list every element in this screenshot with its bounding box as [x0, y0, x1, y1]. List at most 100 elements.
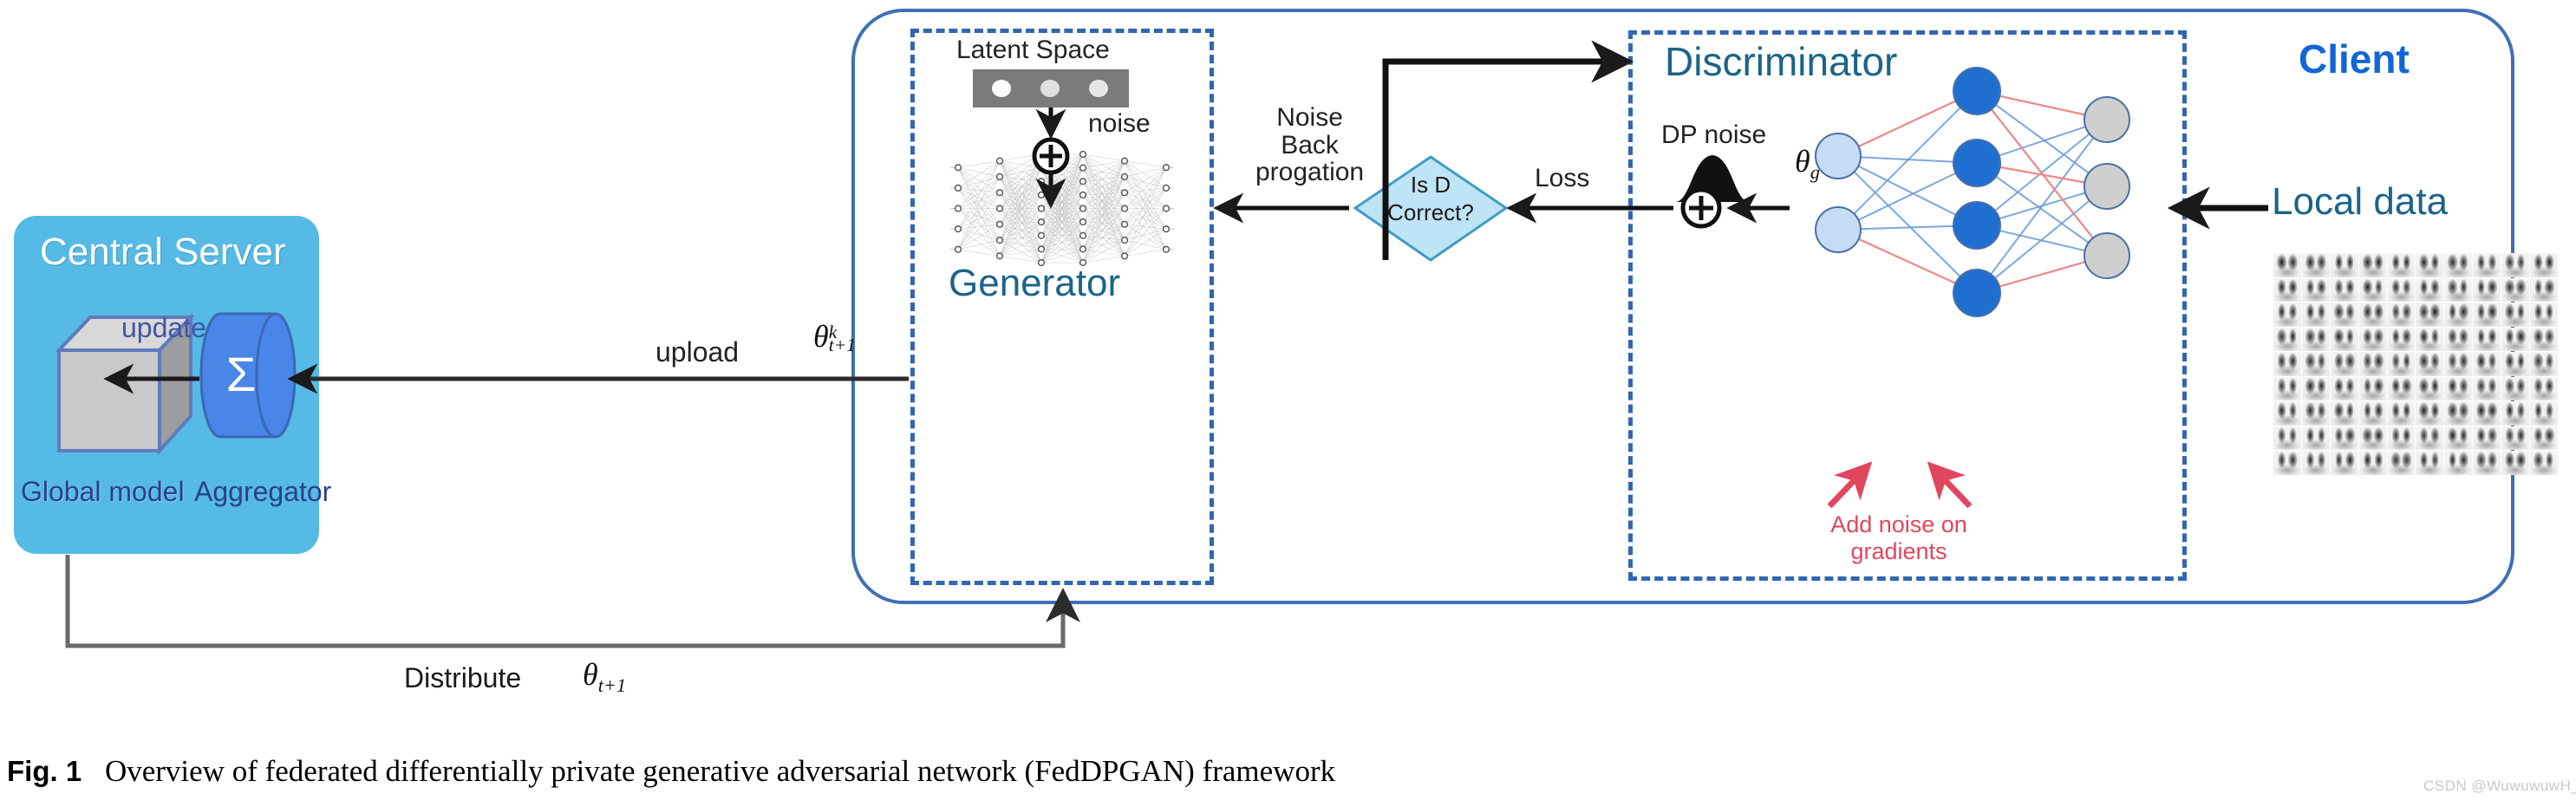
local-data-thumbnail — [2301, 352, 2330, 376]
local-data-thumbnail — [2301, 426, 2330, 451]
local-data-thumbnail — [2273, 451, 2301, 475]
local-data-thumbnail — [2273, 303, 2301, 327]
upload-theta-superscript: k — [828, 322, 838, 343]
noise-back-line2: Back — [1281, 130, 1339, 159]
local-data-thumbnail — [2301, 327, 2330, 352]
local-data-thumbnail — [2530, 451, 2558, 475]
latent-dot — [1089, 80, 1108, 97]
local-data-thumbnail — [2501, 352, 2530, 376]
local-data-thumbnail — [2501, 303, 2530, 327]
local-data-thumbnail — [2416, 303, 2444, 327]
local-data-thumbnail — [2301, 451, 2330, 475]
is-d-correct-decision-node — [1353, 154, 1509, 263]
distribute-label: Distribute — [404, 662, 522, 693]
local-data-thumbnail — [2273, 401, 2301, 426]
local-data-thumbnail — [2473, 253, 2501, 277]
local-data-thumbnail — [2444, 401, 2473, 426]
latent-dot — [1040, 80, 1060, 97]
aggregator-cylinder-icon: Σ — [199, 310, 297, 440]
local-data-thumbnail — [2530, 327, 2558, 352]
theta-g-subscript: g — [1810, 161, 1820, 184]
discriminator-network-graphic — [1803, 52, 2150, 317]
local-data-thumbnail — [2330, 303, 2358, 327]
global-model-label: Global model — [21, 476, 185, 507]
distribute-theta-label: θt+1 — [583, 658, 627, 697]
local-data-thumbnail — [2330, 401, 2358, 426]
local-data-thumbnail — [2273, 277, 2301, 303]
dp-noise-label: DP noise — [1661, 120, 1767, 149]
add-noise-on-gradients-label: Add noise on gradients — [1777, 511, 2020, 565]
local-data-thumbnail — [2387, 376, 2416, 401]
local-data-thumbnail — [2358, 352, 2387, 376]
local-data-thumbnail — [2273, 327, 2301, 352]
local-data-label: Local data — [2272, 180, 2449, 223]
loss-label: Loss — [1535, 164, 1590, 192]
decision-line2: Correct? — [1387, 198, 1474, 225]
csdn-watermark: CSDN @WuwuwuwH_ — [2423, 778, 2576, 794]
aggregator-label: Aggregator — [194, 476, 332, 507]
local-data-thumbnail — [2358, 327, 2387, 352]
local-data-thumbnail — [2301, 376, 2330, 401]
local-data-thumbnail — [2358, 253, 2387, 277]
local-data-thumbnail — [2530, 303, 2558, 327]
local-data-thumbnail — [2387, 451, 2416, 475]
local-data-thumbnail — [2416, 253, 2444, 277]
local-data-thumbnail — [2530, 352, 2558, 376]
add-noise-line2: gradients — [1850, 538, 1947, 565]
upload-theta-symbol: θ — [813, 319, 829, 354]
local-data-thumbnail — [2473, 352, 2501, 376]
upload-theta-label: θ k t+1 — [813, 319, 857, 356]
local-data-thumbnail — [2416, 426, 2444, 451]
local-data-thumbnail — [2358, 401, 2387, 426]
theta-g-symbol: θ — [1795, 144, 1810, 179]
local-data-thumbnail — [2473, 303, 2501, 327]
local-data-thumbnail-grid — [2273, 253, 2558, 475]
theta-g-label: θg — [1795, 144, 1820, 184]
local-data-thumbnail — [2416, 327, 2444, 352]
local-data-thumbnail — [2358, 426, 2387, 451]
local-data-thumbnail — [2273, 426, 2301, 451]
client-title: Client — [2299, 36, 2410, 81]
local-data-thumbnail — [2330, 253, 2358, 277]
local-data-thumbnail — [2301, 303, 2330, 327]
local-data-thumbnail — [2387, 426, 2416, 451]
local-data-thumbnail — [2501, 277, 2530, 303]
local-data-thumbnail — [2330, 376, 2358, 401]
local-data-thumbnail — [2416, 451, 2444, 475]
latent-space-label: Latent Space — [956, 36, 1110, 64]
local-data-thumbnail — [2387, 253, 2416, 277]
figure-caption-prefix: Fig. 1 — [7, 755, 82, 787]
figure-caption: Fig. 1 Overview of federated differentia… — [7, 754, 1336, 788]
local-data-thumbnail — [2473, 376, 2501, 401]
local-data-thumbnail — [2501, 426, 2530, 451]
decision-line1: Is D — [1410, 172, 1451, 198]
local-data-thumbnail — [2444, 451, 2473, 475]
local-data-thumbnail — [2473, 327, 2501, 352]
local-data-thumbnail — [2473, 451, 2501, 475]
local-data-thumbnail — [2330, 426, 2358, 451]
local-data-thumbnail — [2301, 401, 2330, 426]
local-data-thumbnail — [2416, 401, 2444, 426]
local-data-thumbnail — [2416, 277, 2444, 303]
add-noise-line1: Add noise on — [1830, 511, 1967, 537]
local-data-thumbnail — [2416, 352, 2444, 376]
local-data-thumbnail — [2473, 401, 2501, 426]
noise-backpropagation-label: Noise Back progation — [1255, 104, 1364, 186]
local-data-thumbnail — [2444, 303, 2473, 327]
distribute-theta-subscript: t+1 — [597, 674, 627, 697]
upload-label: upload — [655, 336, 740, 368]
figure-caption-text: Overview of federated differentially pri… — [104, 754, 1336, 788]
local-data-thumbnail — [2530, 376, 2558, 401]
local-data-thumbnail — [2387, 327, 2416, 352]
local-data-thumbnail — [2473, 277, 2501, 303]
local-data-thumbnail — [2530, 277, 2558, 303]
local-data-thumbnail — [2501, 327, 2530, 352]
generator-title: Generator — [949, 262, 1121, 304]
upload-theta-subscript: t+1 — [828, 335, 857, 356]
local-data-thumbnail — [2444, 426, 2473, 451]
local-data-thumbnail — [2358, 303, 2387, 327]
local-data-thumbnail — [2387, 352, 2416, 376]
local-data-thumbnail — [2358, 376, 2387, 401]
local-data-thumbnail — [2530, 253, 2558, 277]
